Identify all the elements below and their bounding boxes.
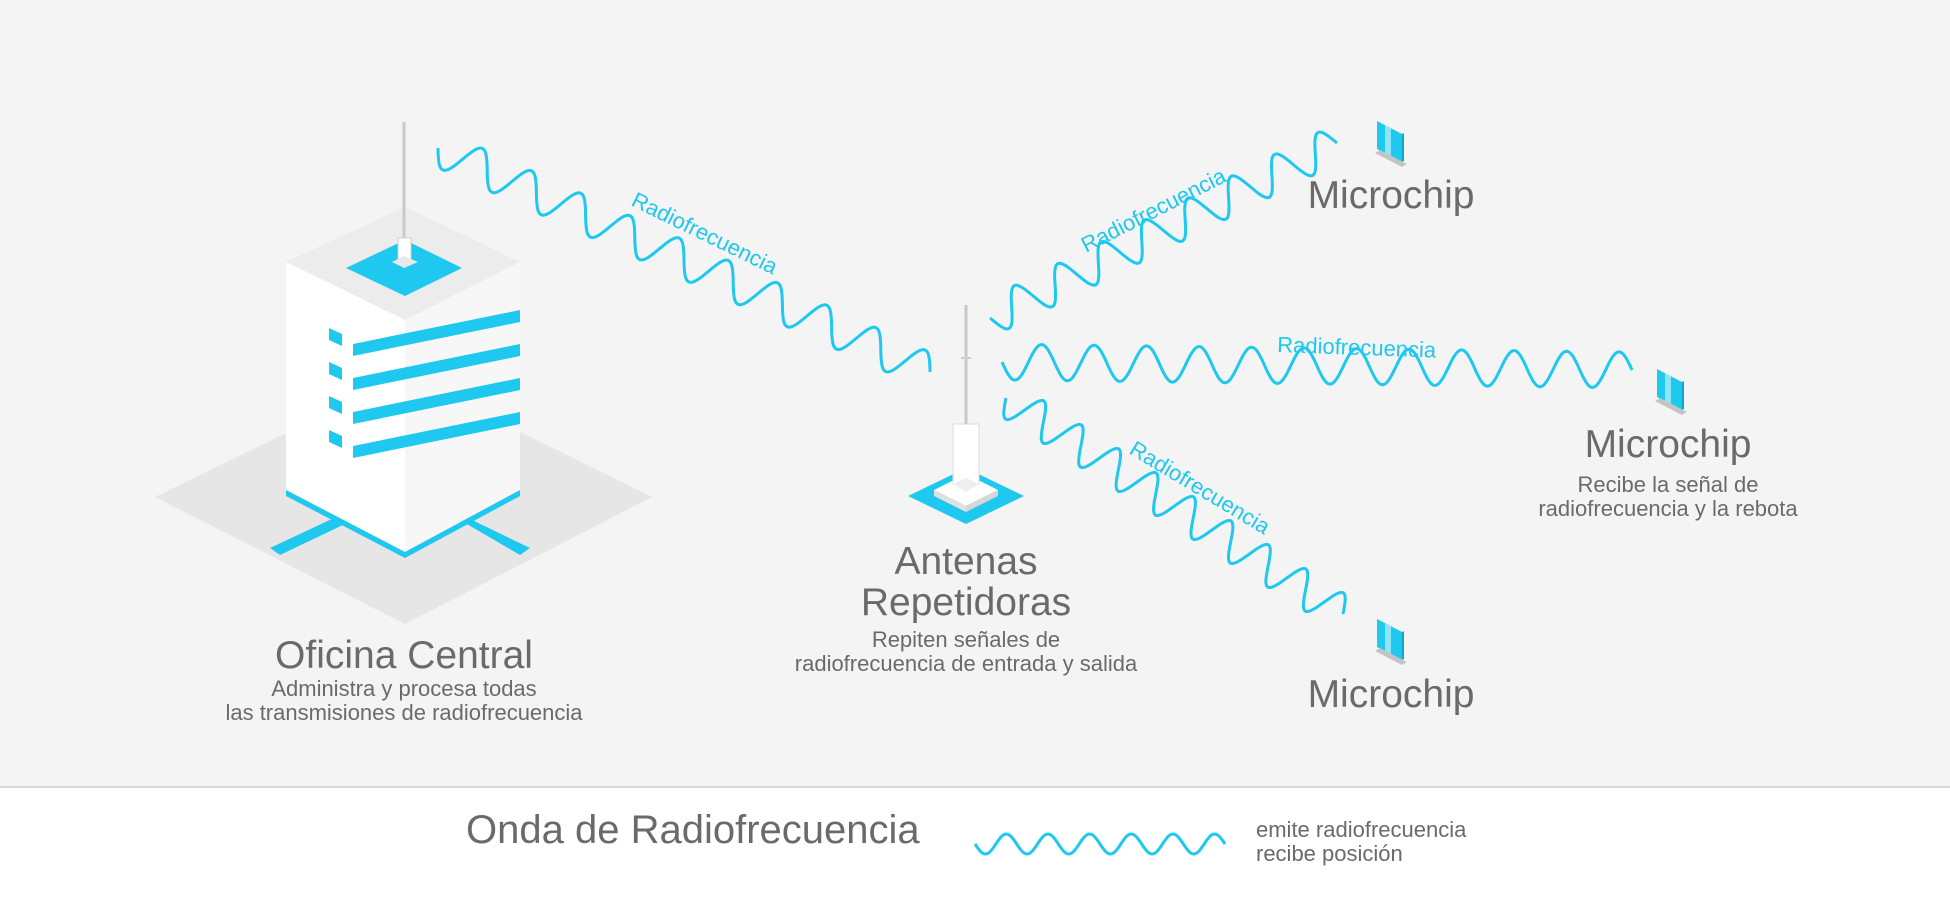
central-office-building-icon (155, 122, 652, 624)
microchip-top-title: Microchip (1308, 174, 1475, 217)
repeater-desc-line1: Repiten señales de (872, 627, 1060, 652)
microchip-top-icon (1375, 121, 1407, 167)
radio-wave-central-to-repeater (436, 146, 932, 374)
microchip-right-icon (1655, 369, 1687, 415)
microchip-right-desc-line2: radiofrecuencia y la rebota (1538, 496, 1798, 521)
legend-wave-icon (973, 832, 1227, 856)
legend: Onda de Radiofrecuencia emite radiofrecu… (466, 808, 1467, 866)
repeater-title-line2: Repetidoras (861, 581, 1071, 624)
radio-wave-repeater-to-chip-top (989, 130, 1338, 331)
repeater-antenna-icon (908, 305, 1024, 524)
central-office-desc-line2: las transmisiones de radiofrecuencia (225, 700, 583, 725)
wave-label-chip-right: Radiofrecuencia (1277, 332, 1438, 363)
radio-wave-repeater-to-chip-bottom (1002, 397, 1347, 615)
legend-desc-line1: emite radiofrecuencia (1256, 817, 1467, 842)
microchip-bottom-title: Microchip (1308, 673, 1475, 716)
microchip-right-desc-line1: Recibe la señal de (1577, 472, 1758, 497)
legend-desc-line2: recibe posición (1256, 841, 1403, 866)
diagram-canvas: Radiofrecuencia Radiofrecuencia Radiofre… (0, 0, 1950, 787)
legend-title: Onda de Radiofrecuencia (466, 808, 920, 852)
wave-label-central: Radiofrecuencia (628, 187, 783, 279)
divider (0, 786, 1950, 788)
repeater-title-line1: Antenas (894, 540, 1037, 583)
microchip-right-title: Microchip (1585, 423, 1752, 466)
central-office-desc-line1: Administra y procesa todas (271, 676, 536, 701)
radio-wave-repeater-to-chip-right (1000, 342, 1634, 390)
repeater-desc-line2: radiofrecuencia de entrada y salida (795, 651, 1138, 676)
microchip-bottom-icon (1375, 619, 1407, 665)
wave-label-chip-bottom: Radiofrecuencia (1125, 436, 1275, 540)
central-office-title: Oficina Central (275, 634, 533, 677)
